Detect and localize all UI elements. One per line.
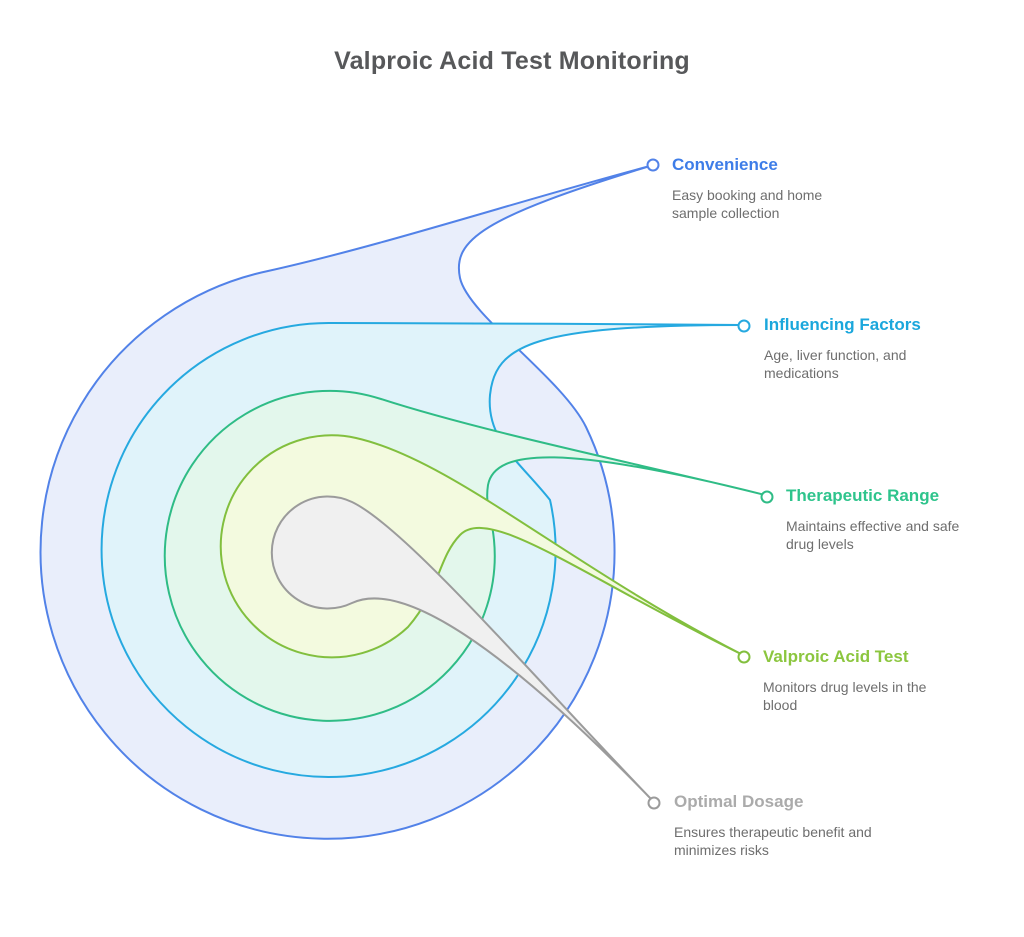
- layer-title-influencing-factors: Influencing Factors: [764, 315, 921, 334]
- marker-dot-influencing-factors: [737, 319, 751, 333]
- marker-dot-therapeutic-range: [760, 490, 774, 504]
- marker-dot-optimal-dosage: [647, 796, 661, 810]
- layer-label-valproic-acid-test: Valproic Acid Test Monitors drug levels …: [763, 646, 948, 714]
- layer-title-therapeutic-range: Therapeutic Range: [786, 486, 940, 505]
- layer-description-valproic-acid-test: Monitors drug levels in the blood: [763, 679, 927, 713]
- marker-dot-valproic-acid-test: [737, 650, 751, 664]
- layer-shape-optimal-dosage: [270, 495, 653, 801]
- layer-description-therapeutic-range: Maintains effective and safe drug levels: [786, 518, 960, 552]
- marker-dot-convenience: [646, 158, 660, 172]
- page-title: Valproic Acid Test Monitoring: [334, 47, 690, 75]
- layer-label-influencing-factors: Influencing Factors Age, liver function,…: [764, 314, 939, 382]
- layer-description-influencing-factors: Age, liver function, and medications: [764, 347, 907, 381]
- layer-title-convenience: Convenience: [672, 155, 778, 174]
- layer-label-therapeutic-range: Therapeutic Range Maintains effective an…: [786, 485, 991, 553]
- layer-title-valproic-acid-test: Valproic Acid Test: [763, 647, 909, 666]
- layer-label-convenience: Convenience Easy booking and home sample…: [672, 154, 842, 222]
- layer-description-optimal-dosage: Ensures therapeutic benefit and minimize…: [674, 824, 872, 858]
- layer-label-optimal-dosage: Optimal Dosage Ensures therapeutic benef…: [674, 791, 874, 859]
- layer-description-convenience: Easy booking and home sample collection: [672, 187, 823, 221]
- layer-title-optimal-dosage: Optimal Dosage: [674, 792, 804, 811]
